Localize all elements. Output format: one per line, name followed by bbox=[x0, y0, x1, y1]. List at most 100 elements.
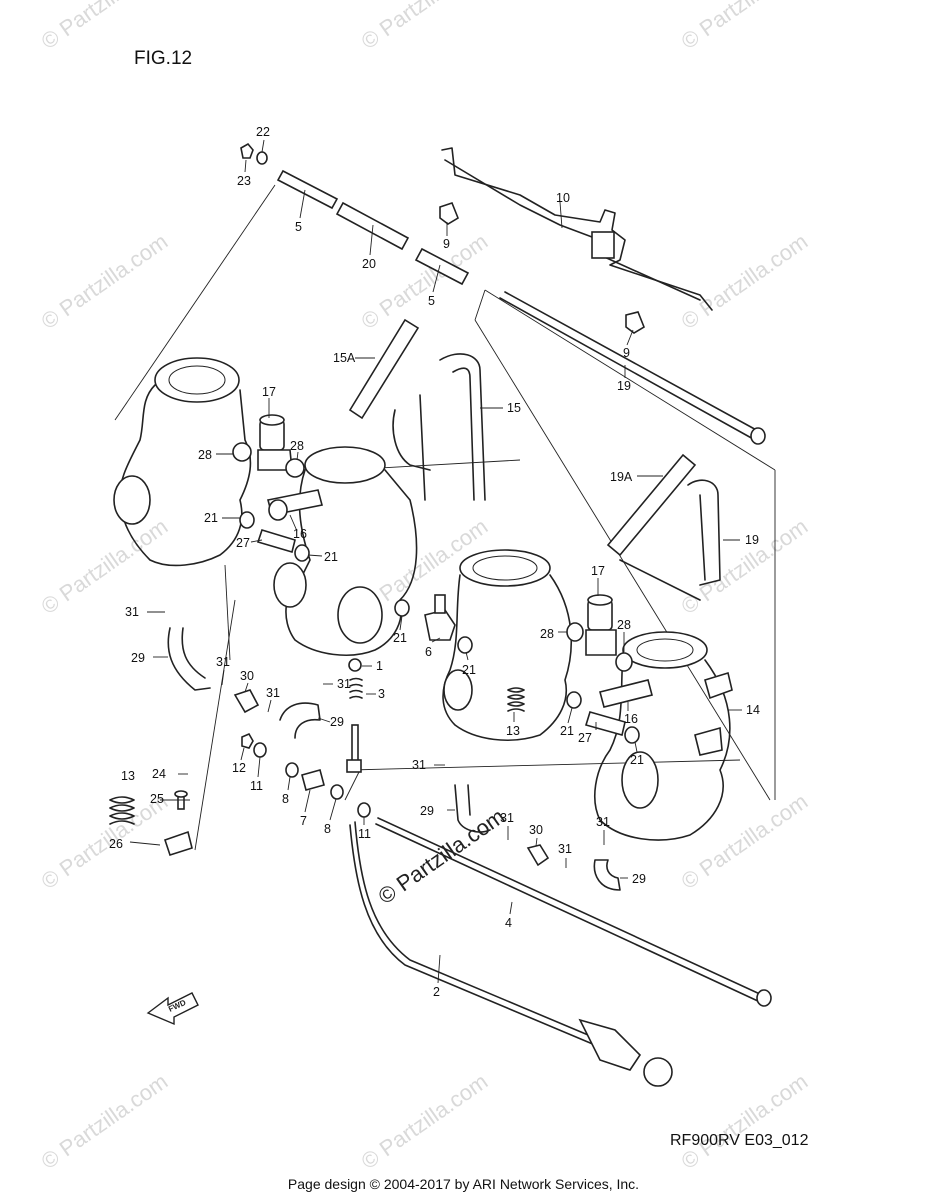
cap-21-right-b bbox=[624, 726, 640, 744]
callout-22: 22 bbox=[256, 125, 270, 139]
callout-20: 20 bbox=[362, 257, 376, 271]
callout-13: 13 bbox=[121, 769, 135, 783]
callout-12: 12 bbox=[232, 761, 246, 775]
watermark: © Partzilla.com bbox=[37, 229, 173, 335]
cap-21-mid-b bbox=[457, 636, 473, 654]
screw-1 bbox=[348, 658, 362, 672]
callout-27: 27 bbox=[236, 536, 250, 550]
watermark: © Partzilla.com bbox=[357, 0, 493, 54]
cable-4 bbox=[375, 817, 772, 1007]
callout-29: 29 bbox=[330, 715, 344, 729]
fitting-16-right bbox=[599, 679, 653, 708]
bracket-10-block bbox=[591, 231, 615, 259]
cap-8-right bbox=[330, 784, 344, 800]
callout-11: 11 bbox=[250, 779, 263, 793]
joint-30-left bbox=[233, 689, 260, 714]
callout-21: 21 bbox=[462, 663, 476, 677]
hose-29-mid bbox=[279, 702, 321, 739]
figure-title: FIG.12 bbox=[134, 48, 193, 69]
callout-29: 29 bbox=[420, 804, 434, 818]
watermark: © Partzilla.com bbox=[37, 0, 173, 54]
spring-13-left bbox=[109, 796, 135, 825]
cap-21-left-a bbox=[239, 511, 255, 529]
callout-8: 8 bbox=[282, 792, 289, 806]
callout-31: 31 bbox=[337, 677, 351, 691]
page-footer: Page design © 2004-2017 by ARI Network S… bbox=[287, 1176, 640, 1192]
callout-31: 31 bbox=[558, 842, 572, 856]
callout-31: 31 bbox=[266, 686, 280, 700]
throttle-body-4 bbox=[594, 631, 731, 841]
washer-11-left bbox=[253, 742, 267, 758]
o-ring-28-right-b bbox=[615, 652, 633, 672]
cap-21-mid-a bbox=[394, 599, 410, 617]
cap-21-right-a bbox=[566, 691, 582, 709]
cable-2 bbox=[349, 821, 673, 1087]
callout-13: 13 bbox=[506, 724, 520, 738]
fitting-6 bbox=[424, 594, 456, 641]
callout-31: 31 bbox=[216, 655, 230, 669]
callout-21: 21 bbox=[560, 724, 574, 738]
screw-24 bbox=[174, 790, 188, 810]
callout-29: 29 bbox=[131, 651, 145, 665]
callout-31: 31 bbox=[412, 758, 426, 772]
callout-2: 2 bbox=[433, 985, 440, 999]
callout-labels: 22 23 5 20 5 9 10 9 19 15A 15 17 28 28 1… bbox=[109, 125, 760, 999]
hose-29-left bbox=[167, 627, 211, 691]
callout-27: 27 bbox=[578, 731, 592, 745]
callout-15: 15 bbox=[507, 401, 521, 415]
joint-30-right bbox=[526, 844, 550, 867]
callout-31: 31 bbox=[596, 815, 610, 829]
watermark: © Partzilla.com bbox=[677, 229, 813, 335]
callout-1: 1 bbox=[376, 659, 383, 673]
throttle-body-1 bbox=[113, 357, 252, 567]
hose-19-right bbox=[619, 479, 721, 601]
fitting-27-left bbox=[256, 529, 296, 554]
callout-17: 17 bbox=[591, 564, 605, 578]
callout-31: 31 bbox=[500, 811, 514, 825]
hose-group-top bbox=[240, 142, 470, 286]
hose-15A bbox=[348, 318, 420, 420]
callout-17: 17 bbox=[262, 385, 276, 399]
watermark: © Partzilla.com bbox=[37, 514, 173, 620]
callout-28: 28 bbox=[540, 627, 554, 641]
callout-14: 14 bbox=[746, 703, 760, 717]
callout-5: 5 bbox=[295, 220, 302, 234]
fitting-17-left bbox=[257, 414, 293, 471]
callout-9: 9 bbox=[623, 346, 630, 360]
callout-8: 8 bbox=[324, 822, 331, 836]
watermark: © Partzilla.com bbox=[677, 1069, 813, 1175]
washer-11-right bbox=[357, 802, 371, 818]
callout-28: 28 bbox=[617, 618, 631, 632]
callout-9: 9 bbox=[443, 237, 450, 251]
callout-31: 31 bbox=[125, 605, 139, 619]
hose-7 bbox=[301, 769, 325, 791]
watermark-center: © Partzilla.com bbox=[374, 804, 510, 910]
watermark: © Partzilla.com bbox=[357, 1069, 493, 1175]
callout-24: 24 bbox=[152, 767, 166, 781]
callout-19: 19 bbox=[617, 379, 631, 393]
nut-23 bbox=[240, 142, 254, 159]
o-ring-28-right-a bbox=[566, 622, 584, 642]
fitting-16-left bbox=[267, 489, 323, 521]
o-ring-28-left bbox=[232, 442, 252, 462]
callout-3: 3 bbox=[378, 687, 385, 701]
screw-assembly bbox=[346, 724, 362, 773]
diagram-code: RF900RV E03_012 bbox=[670, 1132, 809, 1149]
o-ring-28-left-b bbox=[285, 458, 305, 478]
bracket-26 bbox=[163, 830, 193, 857]
callout-26: 26 bbox=[109, 837, 123, 851]
clip-9-top bbox=[439, 202, 459, 225]
spring-13-mid bbox=[507, 687, 525, 712]
callout-21: 21 bbox=[204, 511, 218, 525]
callout-7: 7 bbox=[300, 814, 307, 828]
fwd-arrow-icon: FWD bbox=[146, 992, 199, 1026]
callout-28: 28 bbox=[290, 439, 304, 453]
callout-28: 28 bbox=[198, 448, 212, 462]
callout-4: 4 bbox=[505, 916, 512, 930]
watermark: © Partzilla.com bbox=[357, 229, 493, 335]
callout-29: 29 bbox=[632, 872, 646, 886]
callout-5: 5 bbox=[428, 294, 435, 308]
hose-5-top bbox=[276, 169, 339, 210]
fitting-27-right bbox=[584, 711, 626, 736]
callout-23: 23 bbox=[237, 174, 251, 188]
